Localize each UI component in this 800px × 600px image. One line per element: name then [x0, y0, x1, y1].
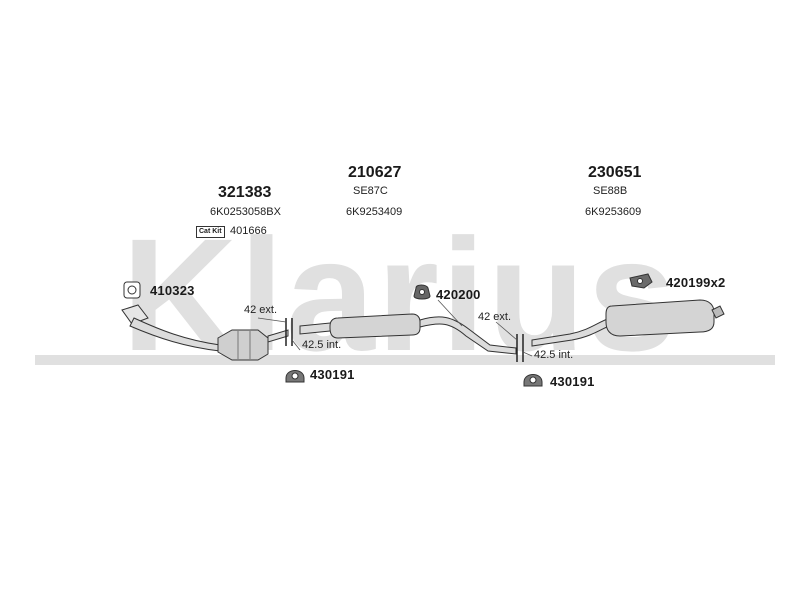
middle-outlet-pipe	[419, 316, 517, 355]
front-downpipe	[129, 317, 221, 352]
center-silencer	[329, 313, 421, 339]
group-3-part: 230651	[588, 164, 642, 181]
callout-hanger-mid: 420200	[436, 287, 481, 302]
callout-gasket: 410323	[150, 283, 195, 298]
cat-kit-part: 401666	[230, 225, 267, 237]
cat-outlet-pipe	[267, 329, 289, 343]
catalytic-converter	[217, 329, 269, 361]
group-3-oem: 6K9253609	[585, 206, 642, 218]
cat-kit-badge: Cat Kit	[196, 226, 225, 238]
callout-clamp-right: 430191	[550, 374, 595, 389]
group-1-part: 321383	[218, 184, 272, 201]
callout-clamp-left: 430191	[310, 367, 355, 382]
callout-hanger-rear: 420199x2	[666, 275, 726, 290]
left-joint-ext: 42 ext.	[244, 304, 278, 316]
group-2-oem: 6K9253409	[346, 206, 403, 218]
right-joint-int: 42.5 int.	[534, 349, 574, 361]
group-1-oem: 6K0253058BX	[210, 206, 281, 218]
tailpipe	[711, 305, 725, 319]
rear-silencer	[605, 299, 715, 337]
group-2-part: 210627	[348, 164, 402, 181]
group-2-code: SE87C	[353, 185, 388, 197]
watermark-bar	[35, 355, 775, 365]
group-3-code: SE88B	[593, 185, 628, 197]
left-joint-int: 42.5 int.	[302, 339, 342, 351]
front-flange	[121, 304, 149, 325]
rear-inlet-pipe	[531, 317, 615, 347]
right-joint-ext: 42 ext.	[478, 311, 512, 323]
